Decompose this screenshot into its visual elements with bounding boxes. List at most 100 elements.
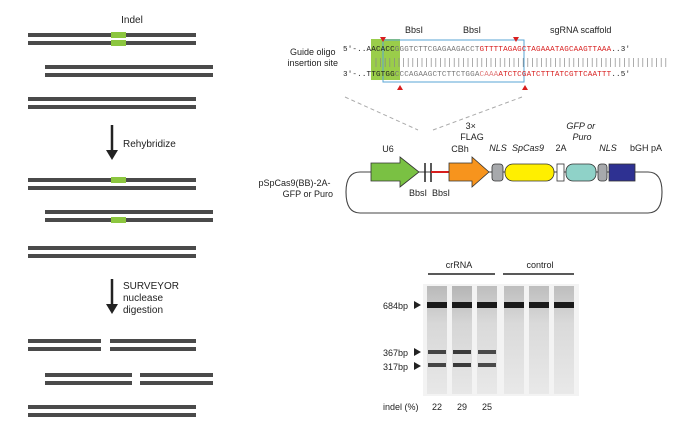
strand	[28, 246, 196, 250]
marker-317-arrow	[414, 362, 421, 370]
marker-label: GFP or Puro	[566, 121, 597, 142]
gel-lane-5	[529, 286, 549, 394]
band-317	[453, 363, 471, 367]
sequence-top: 5′-..AACACCGGGTCTTCGAGAAGACCTGTTTTAGAGCT…	[343, 46, 630, 54]
marker-367-arrow	[414, 348, 421, 356]
zoom-line-left	[344, 96, 419, 131]
sequence-bottom: 3′-..TTGTGGCCCAGAAGCTCTTCTGGACAAAATCTCGA…	[343, 71, 630, 79]
gel-lane-1	[427, 286, 447, 394]
strand	[28, 97, 196, 101]
gel-lane-4	[504, 286, 524, 394]
indel-value-1: 22	[432, 402, 442, 412]
strand	[45, 218, 213, 222]
band-684	[554, 302, 574, 308]
cut-mark-bottom-left	[397, 85, 403, 90]
bbsi-label-1: BbsI	[405, 25, 423, 35]
strands-rehybridized	[28, 177, 213, 258]
bgh-label: bGH pA	[630, 143, 662, 153]
t2a-label: 2A	[555, 143, 566, 153]
bbsi-label-2: BbsI	[463, 25, 481, 35]
cut-mark-bottom-right	[522, 85, 528, 90]
indel-block	[111, 177, 126, 183]
u6-promoter	[370, 156, 420, 188]
nls1-block	[491, 163, 504, 182]
rehybridize-label: Rehybridize	[123, 139, 176, 150]
surveyor-schematic: Indel Rehybridize	[28, 15, 213, 417]
rehybridize-arrow	[106, 125, 118, 160]
band-684	[529, 302, 549, 308]
strand-fragment	[28, 347, 101, 351]
strand	[45, 73, 213, 77]
strand-fragment	[45, 381, 132, 385]
band-684	[427, 302, 447, 308]
gel-background	[423, 284, 579, 396]
nls1-label: NLS	[489, 143, 507, 153]
indel-label: Indel	[121, 15, 143, 26]
band-317	[428, 363, 446, 367]
bgh-block	[608, 163, 636, 182]
indel-block	[111, 217, 126, 223]
cut-mark-top-right	[513, 37, 519, 42]
marker-317: 317bp	[383, 362, 408, 372]
crrna-label: crRNA	[446, 260, 473, 270]
cbh-promoter	[448, 156, 490, 188]
u6-label: U6	[382, 144, 394, 154]
plasmid-map: pSpCas9(BB)-2A- GFP or Puro U6 BbsI BbsI…	[258, 121, 663, 214]
marker-block	[565, 163, 597, 182]
strand	[28, 254, 196, 258]
cbh-label: CBh	[451, 144, 469, 154]
band-317	[478, 363, 496, 367]
strands-digested	[28, 339, 213, 417]
plasmid-backbone	[345, 171, 663, 214]
marker-684-arrow	[414, 301, 421, 309]
surveyor-label: SURVEYOR nuclease digestion	[123, 281, 182, 316]
band-684	[452, 302, 472, 308]
gel-lane-6	[554, 286, 574, 394]
guide-label: Guide oligo insertion site	[287, 47, 338, 68]
band-367	[478, 350, 496, 354]
guide-insertion-site: Guide oligo insertion site BbsI BbsI sgR…	[287, 25, 667, 131]
surveyor-arrow	[106, 279, 118, 314]
zoom-line-right	[432, 96, 523, 131]
nls2-label: NLS	[599, 143, 617, 153]
strand	[45, 210, 213, 214]
scaffold-label: sgRNA scaffold	[550, 25, 611, 35]
strand-fragment	[45, 373, 132, 377]
strand	[28, 413, 196, 417]
indel-block	[111, 40, 126, 46]
spcas9-block	[504, 163, 555, 182]
bbsi-label-right: BbsI	[432, 188, 450, 198]
base-pair-ticks	[375, 58, 667, 67]
strand	[28, 405, 196, 409]
indel-percent-label: indel (%)	[383, 402, 419, 412]
spcas9-label: SpCas9	[512, 143, 544, 153]
gel-lane-3	[477, 286, 497, 394]
band-367	[453, 350, 471, 354]
bbsi-box	[382, 39, 525, 83]
strand	[28, 186, 196, 190]
indel-block	[111, 32, 126, 38]
indel-value-2: 29	[457, 402, 467, 412]
band-684	[477, 302, 497, 308]
strand-fragment	[28, 339, 101, 343]
strand	[45, 65, 213, 69]
bbsi-label-left: BbsI	[409, 188, 427, 198]
t2a-block	[556, 163, 565, 182]
strands-before	[28, 32, 213, 109]
marker-367: 367bp	[383, 348, 408, 358]
marker-684: 684bp	[383, 301, 408, 311]
strand	[28, 105, 196, 109]
indel-value-3: 25	[482, 402, 492, 412]
flag-label: 3× FLAG	[460, 121, 484, 142]
cut-mark-top-left	[380, 37, 386, 42]
band-684	[504, 302, 524, 308]
strand-fragment	[110, 339, 196, 343]
plasmid-name: pSpCas9(BB)-2A- GFP or Puro	[258, 178, 333, 199]
gel-panel: crRNA control	[383, 260, 579, 412]
strand-fragment	[110, 347, 196, 351]
strand-fragment	[140, 381, 213, 385]
gel-lane-2	[452, 286, 472, 394]
control-label: control	[526, 260, 553, 270]
strand-fragment	[140, 373, 213, 377]
